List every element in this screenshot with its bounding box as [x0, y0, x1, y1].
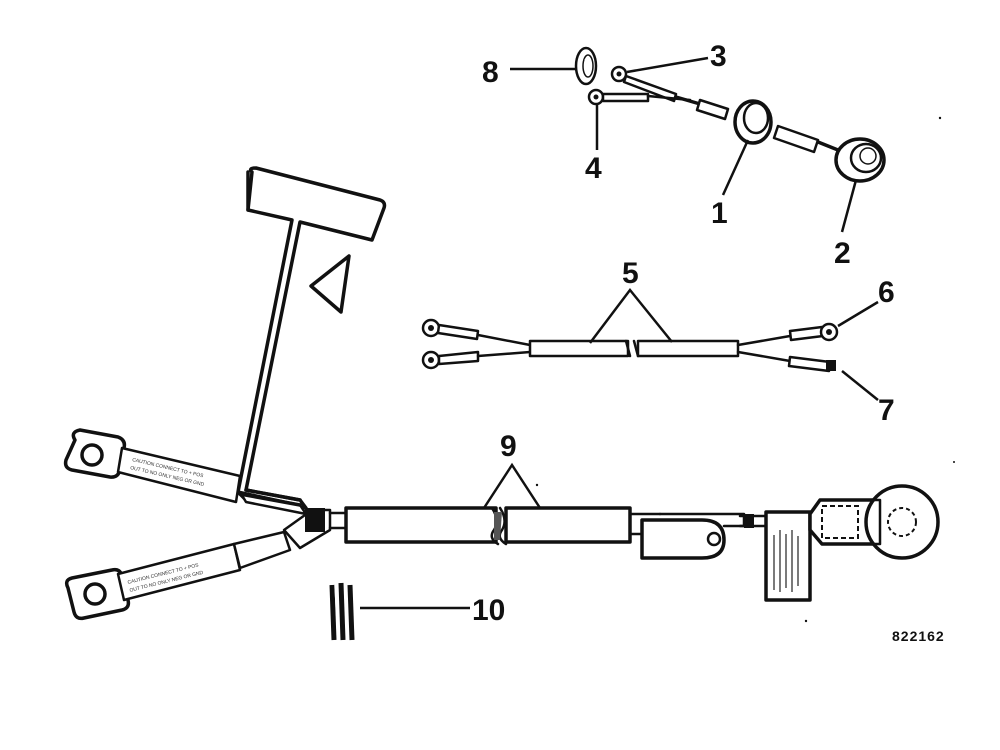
leader-5: [589, 287, 673, 344]
callout-3: 3: [710, 40, 727, 73]
spacer-10: [329, 582, 355, 641]
leader-1: [721, 139, 750, 196]
caution-tag: [764, 510, 812, 602]
callout-7: 7: [878, 394, 895, 427]
warning-flag: [236, 166, 387, 516]
ring-terminal-4: [587, 88, 692, 106]
battery-clamp-end: [808, 484, 940, 560]
connector-2: [772, 124, 886, 183]
battery-lead-lower: CAUTION CONNECT TO + POS OUT TO NO ONLY …: [64, 530, 292, 621]
callout-1: 1: [711, 197, 728, 230]
leader-3: [626, 56, 709, 74]
callout-5: 5: [622, 257, 639, 290]
callout-9: 9: [500, 430, 517, 463]
cable-assembly-5: [421, 318, 839, 373]
leader-9: [482, 462, 542, 509]
callout-8: 8: [482, 56, 499, 89]
callout-2: 2: [834, 237, 851, 270]
sleeve-1: [733, 99, 773, 145]
main-cable-9: [328, 506, 768, 560]
leader-2: [840, 179, 858, 233]
triangle-icon: [309, 254, 351, 314]
ring-terminal-3: [610, 65, 678, 103]
callout-4: 4: [585, 152, 602, 185]
leader-7: [841, 370, 879, 401]
leader-6: [837, 300, 879, 328]
part-number: 822162: [892, 628, 945, 644]
callout-6: 6: [878, 276, 895, 309]
callout-10: 10: [472, 594, 505, 627]
grommet-8: [574, 46, 598, 86]
wire-lead: [674, 95, 730, 121]
